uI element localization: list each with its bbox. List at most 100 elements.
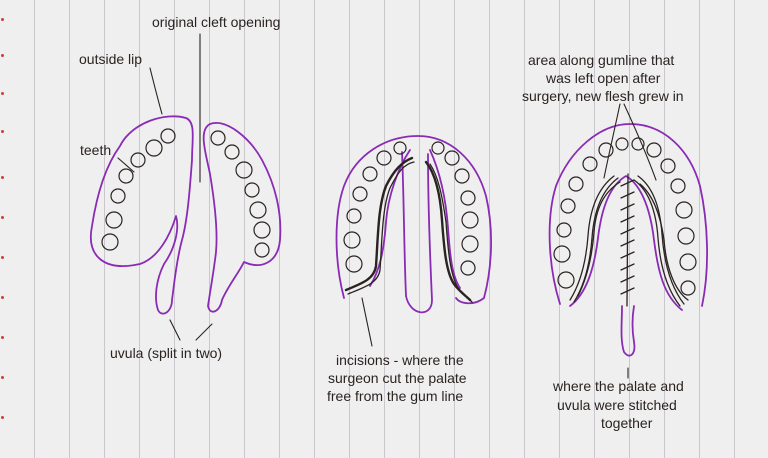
midline-stitches — [620, 173, 635, 307]
middle-palate-uvula — [401, 151, 433, 314]
tooth — [362, 166, 378, 182]
tooth — [346, 208, 362, 224]
leader-uvula-left — [169, 319, 181, 341]
margin-dot — [1, 18, 4, 21]
tooth — [101, 233, 119, 251]
label-outside-lip: outside lip — [79, 51, 143, 67]
right-palate-teeth — [553, 137, 697, 296]
label-teeth: teeth — [80, 142, 112, 158]
right-palate-inner-outline — [569, 175, 683, 311]
label-gumline-line1: area along gumline that — [528, 52, 675, 68]
incision-lines — [344, 156, 473, 303]
tooth — [582, 156, 598, 172]
left-half-outline — [90, 115, 194, 315]
label-uvula-split: uvula (split in two) — [110, 345, 223, 361]
stitch-marks — [620, 179, 635, 295]
tooth — [677, 227, 695, 245]
tooth — [646, 142, 662, 158]
right-half-outline — [202, 122, 282, 313]
left-gumline-scar-3 — [577, 181, 621, 297]
tooth — [376, 150, 392, 166]
margin-dots — [0, 0, 8, 458]
label-stitched-line3: together — [601, 415, 653, 431]
tooth — [461, 235, 479, 253]
tooth — [130, 152, 146, 168]
palate-with-incisions — [335, 135, 492, 314]
tooth — [556, 222, 572, 238]
left-palate-half — [90, 115, 194, 315]
tooth — [110, 188, 126, 204]
left-incision-retrace — [347, 161, 415, 295]
label-gumline-line2: was left open after — [546, 70, 661, 86]
tooth — [675, 201, 693, 219]
leader-gumline-left — [603, 103, 621, 179]
label-incisions-line1: incisions - where the — [336, 352, 464, 368]
tooth — [568, 176, 584, 192]
margin-dot — [1, 176, 4, 179]
repaired-palate — [548, 123, 708, 357]
margin-dot — [1, 416, 4, 419]
left-gumline-scar-2 — [573, 177, 619, 303]
tooth — [615, 137, 629, 151]
tooth — [460, 260, 476, 276]
tooth — [105, 211, 123, 229]
margin-dot — [1, 92, 4, 95]
leader-lines — [117, 33, 657, 379]
margin-dot — [1, 336, 4, 339]
leader-outside-lip — [149, 67, 163, 115]
margin-dot — [1, 54, 4, 57]
label-incisions-line2: surgeon cut the palate — [328, 370, 467, 386]
tooth — [680, 280, 696, 296]
margin-dot — [1, 130, 4, 133]
label-stitched-line2: uvula were stitched — [557, 397, 677, 413]
repaired-uvula — [620, 305, 636, 357]
tooth — [160, 128, 176, 144]
right-incision-retrace — [429, 163, 473, 303]
tooth — [444, 150, 460, 166]
right-palate-half — [202, 122, 282, 313]
tooth — [679, 253, 697, 271]
middle-palate-cleft-edges — [369, 149, 461, 289]
tooth — [249, 201, 267, 219]
margin-dot — [1, 296, 4, 299]
right-gumline-scar — [637, 175, 685, 305]
tooth — [118, 168, 134, 184]
leader-teeth — [117, 157, 135, 173]
tooth — [557, 271, 575, 289]
leader-gumline-right — [623, 103, 657, 181]
tooth — [210, 130, 226, 146]
margin-dot — [1, 216, 4, 219]
tooth — [631, 137, 645, 151]
label-stitched-line1: where the palate and — [553, 378, 684, 394]
tooth — [670, 178, 686, 194]
right-gumline-scar-3 — [639, 183, 689, 301]
leader-uvula-right — [195, 323, 213, 341]
tooth — [431, 141, 445, 155]
tooth — [393, 141, 407, 155]
middle-palate-teeth — [343, 141, 479, 276]
tooth — [454, 168, 470, 184]
tooth — [145, 139, 163, 157]
leader-incisions — [361, 297, 373, 347]
label-original-cleft-opening: original cleft opening — [152, 14, 281, 30]
right-gumline-scar-2 — [633, 179, 681, 307]
label-gumline-line3: surgery, new flesh grew in — [522, 88, 684, 104]
left-gumline-scar — [569, 175, 615, 301]
middle-palate-outer-outline — [335, 135, 492, 305]
tooth — [560, 198, 576, 214]
gumline-scar-shading — [569, 175, 689, 307]
tooth — [598, 142, 614, 158]
tooth — [660, 158, 676, 174]
midline-suture — [626, 173, 629, 307]
tooth — [352, 186, 368, 202]
tooth — [343, 231, 361, 249]
tooth — [235, 161, 253, 179]
right-palate-outer-outline — [548, 123, 708, 307]
tooth — [244, 182, 260, 198]
right-half-teeth — [210, 130, 271, 258]
tooth — [254, 242, 270, 258]
tooth — [253, 221, 271, 239]
left-half-teeth — [101, 128, 176, 251]
